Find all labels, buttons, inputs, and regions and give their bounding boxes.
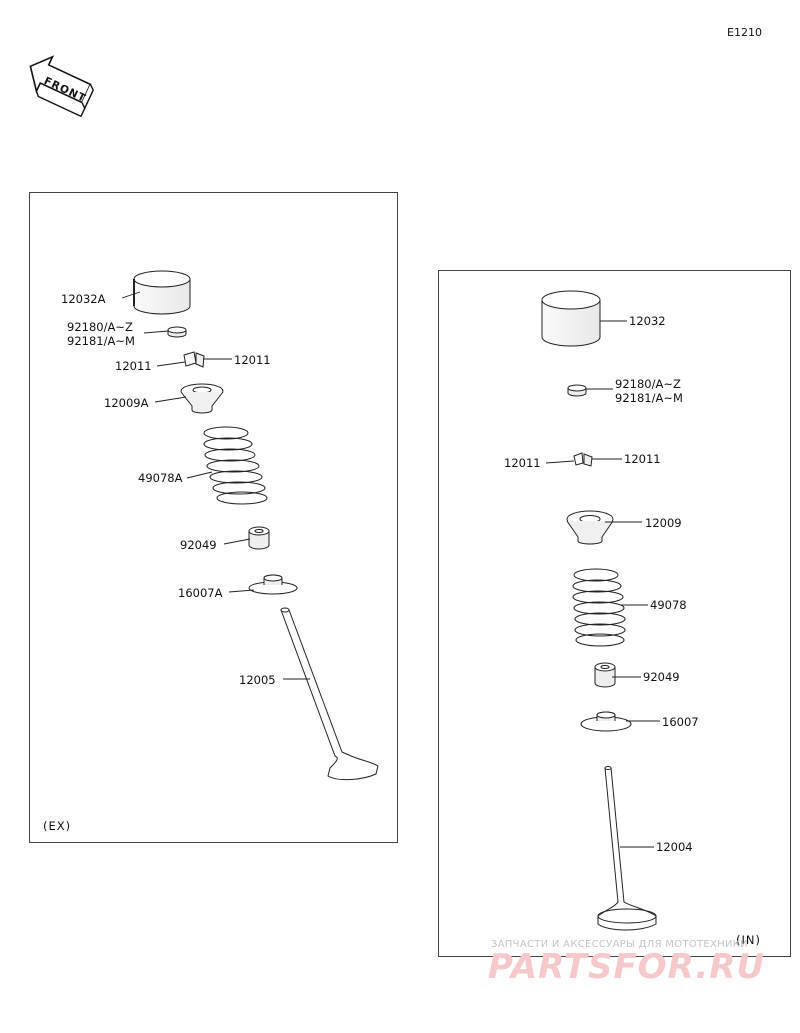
in-tappet-label: 12032 bbox=[629, 314, 666, 328]
ex-seal-drawing bbox=[248, 526, 270, 550]
ex-keeper-right-label: 12011 bbox=[234, 353, 271, 367]
in-keeper-left-label: 12011 bbox=[504, 456, 541, 470]
ex-seat-label: 16007A bbox=[178, 586, 223, 600]
in-valve-drawing bbox=[597, 766, 657, 931]
in-spring-drawing bbox=[572, 568, 626, 647]
ex-section-label: (EX) bbox=[43, 819, 72, 833]
in-seal-label: 92049 bbox=[643, 670, 680, 684]
in-shim-drawing bbox=[567, 384, 587, 397]
leader-lines bbox=[121, 291, 660, 848]
ex-shim-label-1: 92180/A~Z bbox=[67, 320, 133, 334]
ex-seal-label: 92049 bbox=[180, 538, 217, 552]
in-retainer-drawing bbox=[566, 510, 614, 545]
ex-spring-drawing bbox=[203, 426, 268, 505]
in-shim-label-1: 92180/A~Z bbox=[615, 377, 681, 391]
ex-valve-label: 12005 bbox=[239, 673, 276, 687]
ex-retainer-drawing bbox=[180, 383, 224, 414]
in-seat-label: 16007 bbox=[662, 715, 699, 729]
ex-tappet-drawing bbox=[133, 270, 191, 315]
in-keeper-drawing bbox=[573, 452, 593, 467]
intake-panel bbox=[438, 270, 791, 957]
in-retainer-label: 12009 bbox=[645, 516, 682, 530]
in-shim-label-2: 92181/A~M bbox=[615, 391, 683, 405]
ex-keeper-drawing bbox=[183, 351, 205, 368]
ex-shim-label-2: 92181/A~M bbox=[67, 334, 135, 348]
ex-keeper-left-label: 12011 bbox=[115, 359, 152, 373]
exhaust-panel bbox=[29, 192, 398, 843]
in-section-label: (IN) bbox=[736, 933, 761, 947]
ex-seat-drawing bbox=[248, 574, 298, 595]
in-tappet-drawing bbox=[541, 290, 601, 347]
in-seal-drawing bbox=[594, 662, 616, 688]
ex-shim-drawing bbox=[167, 326, 187, 338]
ex-retainer-label: 12009A bbox=[104, 396, 149, 410]
in-spring-label: 49078 bbox=[650, 598, 687, 612]
watermark-tagline: ЗАПЧАСТИ И АКСЕССУАРЫ ДЛЯ МОТОТЕХНИКИ bbox=[491, 939, 748, 950]
in-valve-label: 12004 bbox=[656, 840, 693, 854]
ex-tappet-label: 12032A bbox=[61, 292, 106, 306]
in-seat-drawing bbox=[580, 711, 632, 732]
ex-valve-drawing bbox=[280, 607, 379, 781]
diagram-code: E1210 bbox=[727, 26, 762, 39]
in-keeper-right-label: 12011 bbox=[624, 452, 661, 466]
ex-spring-label: 49078A bbox=[138, 471, 183, 485]
watermark-logo: PARTSFOR.RU bbox=[488, 947, 766, 987]
